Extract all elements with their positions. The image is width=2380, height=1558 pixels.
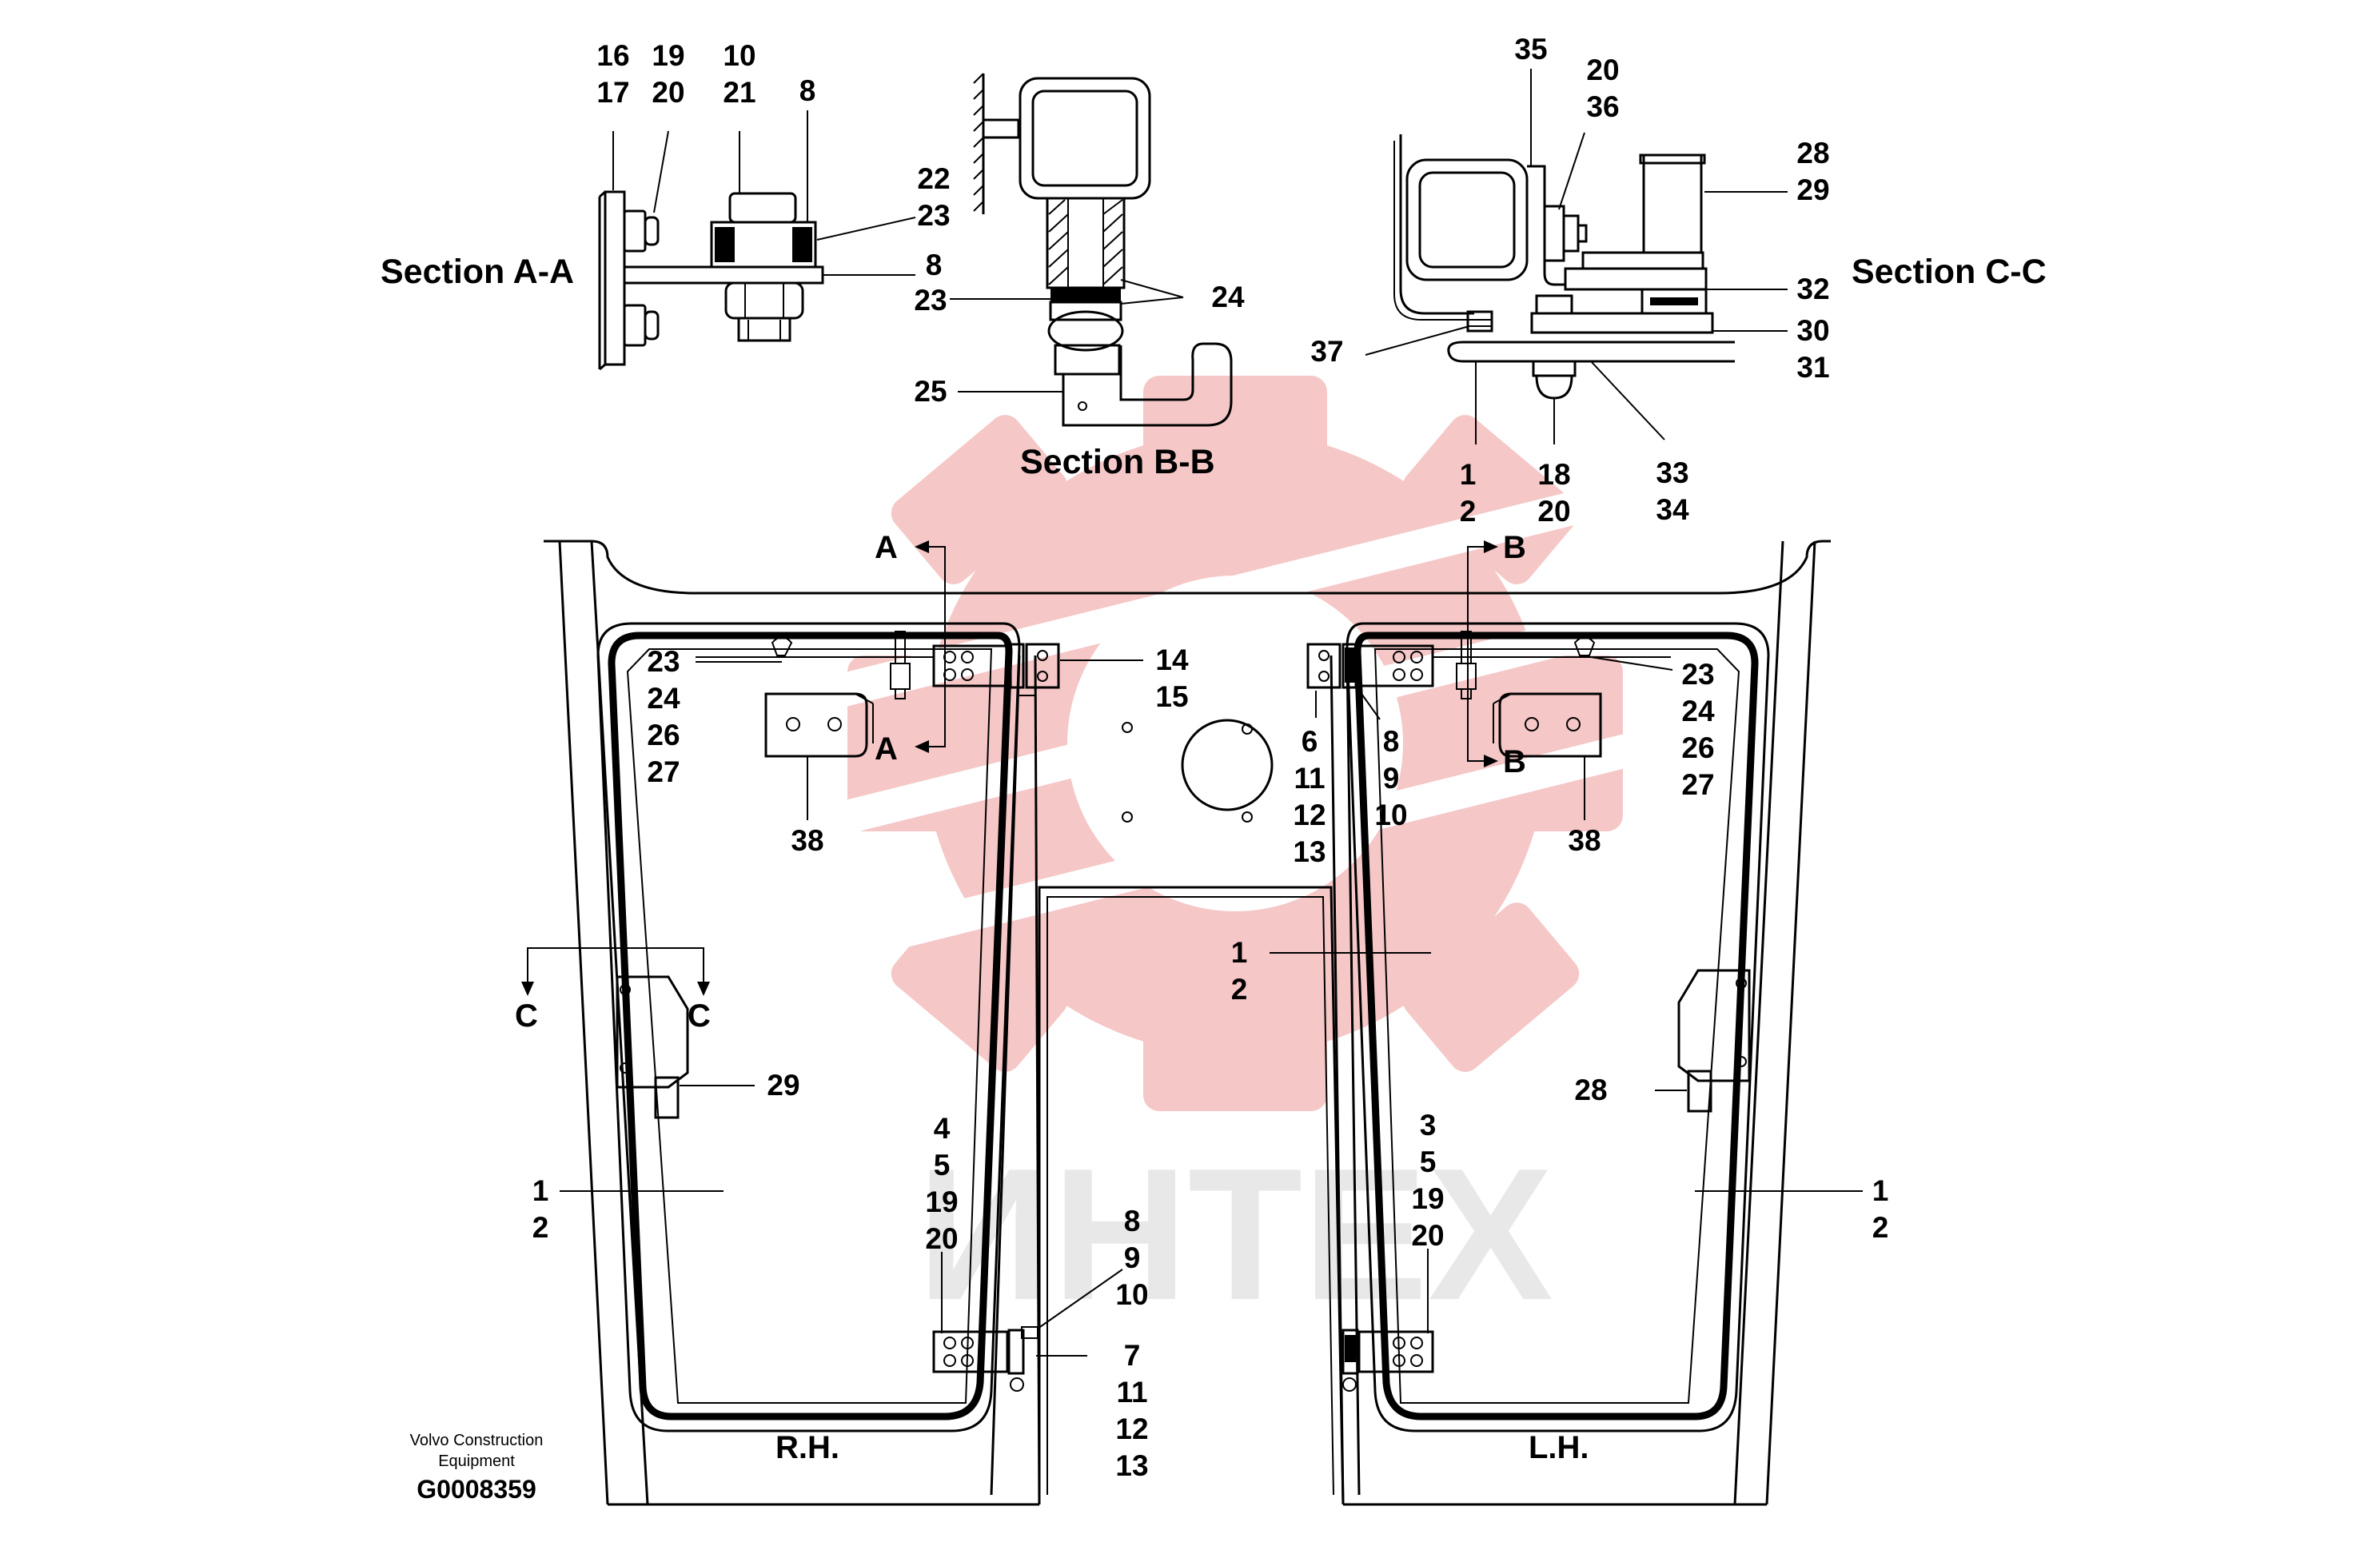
- section-a-a-detail: [598, 110, 916, 371]
- callout-c25-0: 25: [914, 375, 947, 408]
- side-label-lh: L.H.: [1529, 1430, 1589, 1465]
- callout-c3-1: 5: [1420, 1146, 1437, 1178]
- callout-c1R-0: 1: [1872, 1174, 1889, 1207]
- callout-c16-0: 16: [596, 39, 629, 72]
- callout-c1mid-1: 2: [1231, 973, 1248, 1006]
- callout-c29-0: 29: [767, 1069, 799, 1102]
- callout-c23bb-0: 23: [914, 284, 947, 317]
- callout-c38R-0: 38: [1568, 824, 1601, 857]
- callout-c1cc-0: 1: [1460, 458, 1477, 491]
- callout-c6-0: 6: [1302, 725, 1318, 758]
- callout-c7-2: 12: [1115, 1413, 1148, 1445]
- callout-c28-0: 28: [1796, 137, 1829, 169]
- callout-c6-2: 12: [1293, 799, 1326, 831]
- callout-c14-1: 15: [1155, 680, 1188, 713]
- section-b-b-detail: [950, 73, 1233, 427]
- callout-c19-0: 19: [652, 39, 684, 72]
- callout-c8c-2: 10: [1374, 799, 1407, 831]
- callout-c28-1: 29: [1796, 173, 1829, 206]
- callout-c1cc-1: 2: [1460, 495, 1477, 528]
- callout-c8b-0: 8: [926, 249, 943, 281]
- section-cut-markers: [521, 540, 1498, 996]
- cut-marker-c-left: C: [515, 998, 538, 1034]
- callout-c1L-1: 2: [532, 1211, 549, 1244]
- callout-c23R-3: 27: [1681, 768, 1714, 801]
- callout-c23L-2: 26: [647, 719, 680, 751]
- callout-c30-1: 31: [1796, 351, 1829, 384]
- callout-c18-1: 20: [1537, 495, 1570, 528]
- callout-c35-0: 35: [1514, 33, 1547, 66]
- callout-c1mid-0: 1: [1231, 936, 1248, 969]
- callout-c3-0: 3: [1420, 1109, 1437, 1142]
- cut-marker-a-bottom: A: [875, 731, 898, 767]
- callout-c33-0: 33: [1656, 456, 1688, 489]
- callout-c23R-0: 23: [1681, 658, 1714, 691]
- main-view-leaders: [560, 656, 1863, 1357]
- cut-marker-b-top: B: [1503, 530, 1526, 565]
- callout-c8c-1: 9: [1383, 762, 1400, 795]
- callout-c22-0: 22: [917, 162, 950, 195]
- callout-c23R-2: 26: [1681, 731, 1714, 764]
- cut-marker-c-right: C: [688, 998, 711, 1034]
- callout-c6-3: 13: [1293, 835, 1326, 868]
- labels: Section A-A Section B-B Section C-C A A …: [381, 253, 2047, 1504]
- callout-c10-0: 10: [723, 39, 755, 72]
- callout-c32-0: 32: [1796, 273, 1829, 305]
- door-rh: [596, 622, 1060, 1432]
- callout-c30-0: 30: [1796, 314, 1829, 347]
- callout-c23L-3: 27: [647, 755, 680, 788]
- callout-c4-1: 5: [934, 1149, 951, 1181]
- callout-c14-0: 14: [1155, 644, 1189, 676]
- callout-c1L-0: 1: [532, 1174, 549, 1207]
- callout-c18-0: 18: [1537, 458, 1570, 491]
- callout-c8d-0: 8: [1124, 1205, 1141, 1237]
- callout-c37-0: 37: [1310, 335, 1343, 368]
- cut-marker-b-bottom: B: [1503, 744, 1526, 779]
- callout-c4-3: 20: [925, 1222, 958, 1255]
- watermark-logo: ИНТЕХ: [792, 376, 1686, 1339]
- drawing-code: G0008359: [417, 1475, 536, 1504]
- callout-c8a-0: 8: [799, 74, 816, 107]
- callout-c3-3: 20: [1411, 1219, 1444, 1252]
- brand-line-1: Volvo Construction: [410, 1432, 544, 1449]
- callout-c8d-2: 10: [1115, 1278, 1148, 1311]
- section-c-c-title: Section C-C: [1852, 253, 2047, 291]
- callout-c7-0: 7: [1124, 1339, 1141, 1372]
- callout-c4-0: 4: [934, 1112, 951, 1145]
- callout-c19-1: 20: [652, 76, 684, 109]
- callout-c33-1: 34: [1656, 493, 1689, 526]
- callout-c6-1: 11: [1294, 762, 1325, 795]
- callout-c8c-0: 8: [1383, 725, 1400, 758]
- section-a-a-title: Section A-A: [381, 253, 574, 291]
- callout-c20-1: 36: [1586, 90, 1619, 123]
- callout-c23R-1: 24: [1681, 695, 1715, 727]
- callout-c10-1: 21: [723, 76, 755, 109]
- callout-c1R-1: 2: [1872, 1211, 1889, 1244]
- callout-c22-1: 23: [917, 199, 950, 232]
- callout-c8d-1: 9: [1124, 1241, 1141, 1274]
- cut-marker-a-top: A: [875, 530, 898, 565]
- callout-c24bb-0: 24: [1211, 281, 1245, 313]
- callout-c3-2: 19: [1411, 1182, 1444, 1215]
- callout-c7-1: 11: [1116, 1376, 1147, 1409]
- callout-c16-1: 17: [596, 76, 629, 109]
- callout-c23L-1: 24: [647, 682, 680, 715]
- brand-line-2: Equipment: [438, 1452, 515, 1470]
- section-c-c-detail: [1365, 69, 1788, 444]
- callout-c38L-0: 38: [791, 824, 823, 857]
- side-label-rh: R.H.: [775, 1430, 839, 1465]
- callout-c23L-0: 23: [647, 645, 680, 678]
- callout-c28b-0: 28: [1574, 1074, 1607, 1106]
- callout-c7-3: 13: [1115, 1449, 1148, 1482]
- section-b-b-title: Section B-B: [1020, 443, 1215, 481]
- watermark-text: ИНТЕХ: [917, 1129, 1553, 1339]
- callout-c4-2: 19: [925, 1185, 958, 1218]
- callout-c20-0: 20: [1586, 54, 1619, 86]
- door-lh: [1306, 622, 1770, 1432]
